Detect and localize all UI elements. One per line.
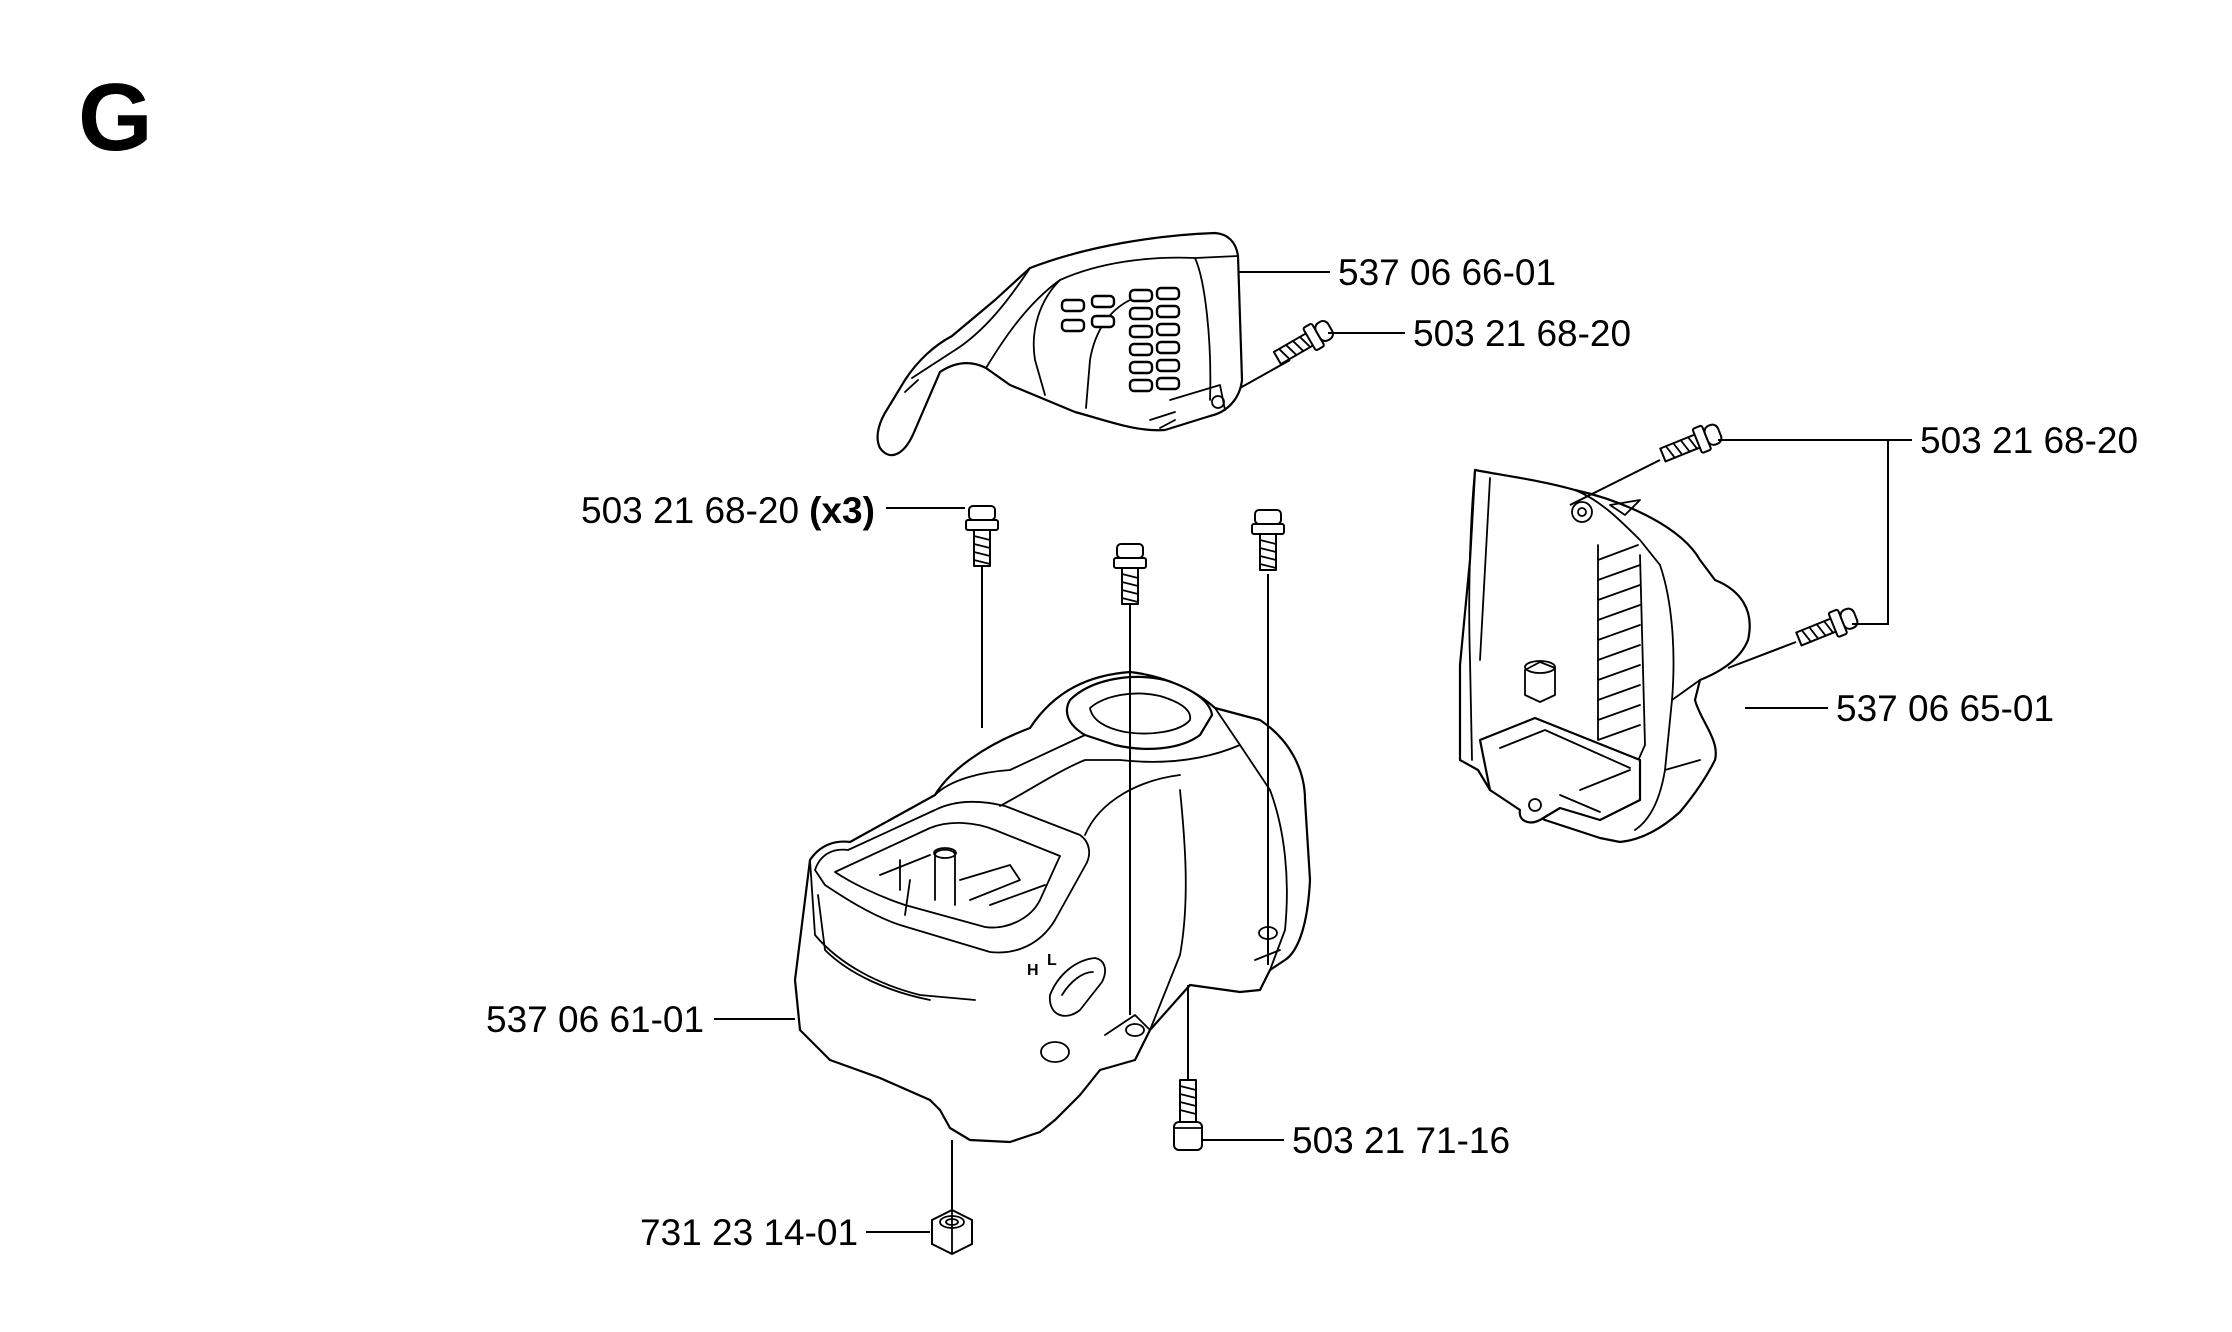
right-cover-part (1458, 468, 1751, 844)
cylinder-screw-right (1251, 509, 1285, 965)
marking-l: L (1047, 952, 1057, 969)
label-right-screws: 503 21 68-20 (1920, 420, 2138, 461)
label-cylinder-screws-part: 503 21 68-20 (581, 490, 799, 531)
label-bottom-screw: 503 21 71-16 (1292, 1120, 1510, 1161)
label-cylinder-screws-qty: (x3) (809, 490, 875, 531)
label-right-cover: 537 06 65-01 (1836, 688, 2054, 729)
section-letter: G (78, 64, 153, 171)
nut (931, 1140, 973, 1255)
leader-right-screws (1718, 439, 1889, 625)
label-top-cover: 537 06 66-01 (1338, 252, 1556, 293)
right-cover-screw-upper (1569, 423, 1723, 506)
label-top-screw: 503 21 68-20 (1413, 313, 1631, 354)
cylinder-screw-left (965, 505, 999, 728)
top-cover-part (876, 231, 1244, 457)
right-cover-fins (1597, 544, 1641, 741)
bottom-screw (1173, 985, 1203, 1151)
label-nut: 731 23 14-01 (640, 1212, 858, 1253)
top-cover-vents (1060, 286, 1181, 393)
marking-h: H (1027, 962, 1039, 979)
cylinder-screw-middle (1113, 543, 1147, 1015)
label-cylinder-screws: 503 21 68-20(x3) (581, 490, 875, 531)
label-cylinder-cover: 537 06 61-01 (486, 999, 704, 1040)
top-cover-screw (1239, 320, 1334, 389)
cylinder-cover-part (793, 670, 1312, 1144)
